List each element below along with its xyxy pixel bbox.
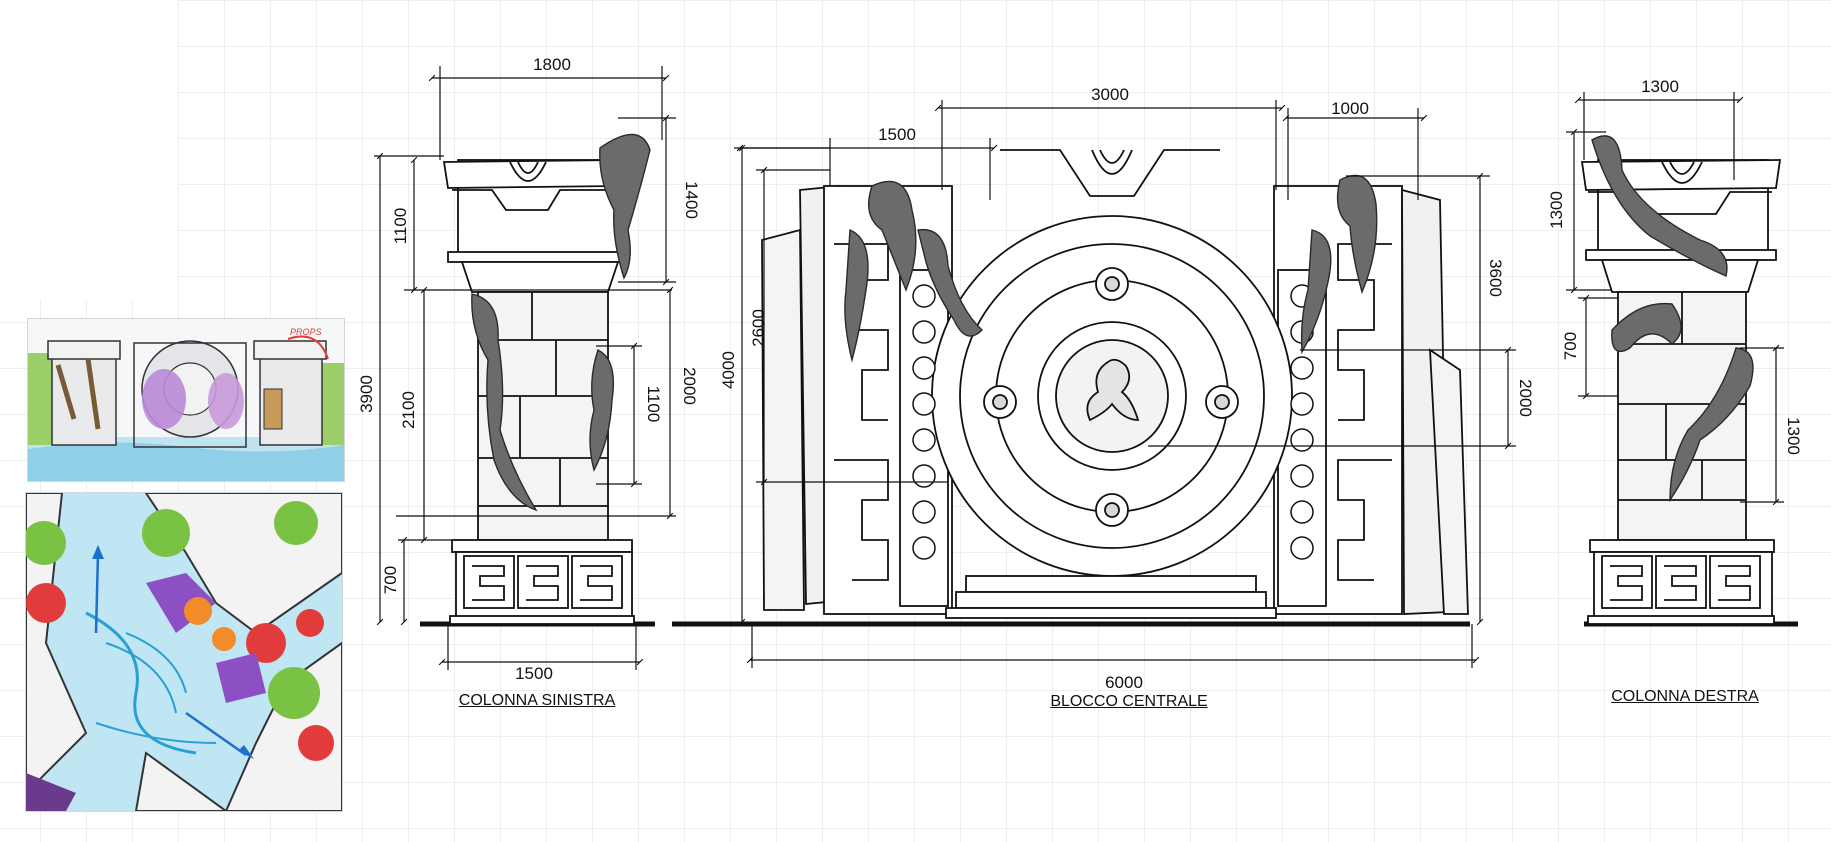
dim-central-arch-width: 3000 (1091, 85, 1129, 104)
dim-left-capital: 1100 (391, 208, 410, 245)
dim-left-height-top: 1400 (682, 181, 701, 219)
caption-right-column: COLONNA DESTRA (1611, 688, 1759, 705)
dim-left-total-height: 3900 (357, 375, 376, 413)
concept-sketch-thumbnail: PROPS (27, 318, 345, 482)
right-column-vines (1591, 135, 1754, 503)
dim-central-total-height: 4000 (719, 351, 738, 389)
left-column-vines (471, 133, 651, 512)
dim-central-left-panel: 1500 (878, 125, 916, 144)
sketch-note-label: PROPS (290, 327, 322, 337)
dim-central-right-panel: 1000 (1331, 99, 1369, 118)
dim-right-width-top: 1300 (1641, 77, 1679, 96)
blank-margin (0, 0, 178, 300)
dim-central-inner-height: 2600 (749, 309, 768, 347)
dim-right-capital: 1300 (1547, 191, 1566, 229)
dim-left-vine: 1100 (644, 386, 663, 423)
caption-left-column: COLONNA SINISTRA (458, 692, 616, 709)
dim-right-vine: 1300 (1784, 417, 1803, 455)
dimension-labels: 1800 1400 1100 3900 2100 2000 1100 700 1… (357, 55, 1803, 692)
dim-left-width-base: 1500 (515, 664, 553, 683)
dimension-lines (374, 66, 1784, 670)
dim-left-shaft: 2100 (399, 391, 418, 429)
plan-view-thumbnail (25, 492, 343, 812)
central-block-vines (844, 174, 1378, 363)
dim-left-vine-total: 2000 (680, 367, 699, 405)
dim-right-shaft-upper: 700 (1561, 332, 1580, 360)
dim-central-medallion: 2000 (1516, 379, 1535, 417)
caption-central-block: BLOCCO CENTRALE (1050, 693, 1208, 710)
dim-central-total-width: 6000 (1105, 673, 1143, 692)
dim-central-right-height: 3600 (1486, 259, 1505, 297)
dim-left-base: 700 (381, 566, 400, 594)
dim-left-width-top: 1800 (533, 55, 571, 74)
